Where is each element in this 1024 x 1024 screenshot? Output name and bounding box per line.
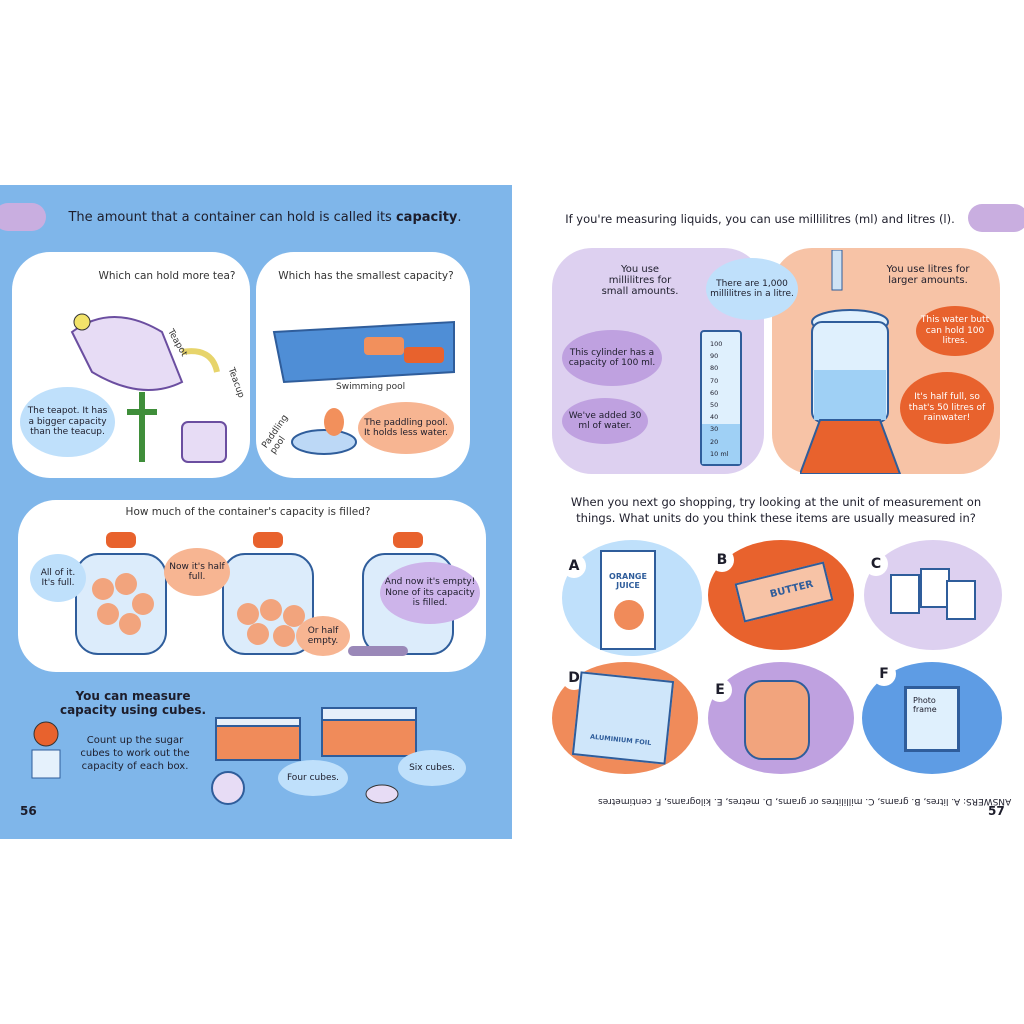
cylinder-water: [702, 424, 740, 464]
yoghurt-pots: [890, 568, 976, 620]
water-butt-bubble: This water butt can hold 100 litres.: [916, 306, 994, 356]
millilitres-caption: You use millilitres for small amounts.: [601, 264, 679, 297]
cylinder-tick-label: 20: [710, 437, 719, 446]
left-heading: The amount that a container can hold is …: [68, 210, 462, 225]
yoghurt-pot-3: [946, 580, 976, 620]
cubes-heading: You can measure capacity using cubes.: [59, 689, 207, 717]
cylinder-tick-label: 40: [710, 413, 719, 422]
shopping-heading: When you next go shopping, try looking a…: [570, 495, 982, 526]
item-letter-c: C: [864, 552, 888, 576]
foil-label: ALUMINIUM FOIL: [589, 732, 652, 748]
thousand-ml-bubble: There are 1,000 millilitres in a litre.: [706, 258, 798, 320]
page-number-left: 56: [20, 804, 37, 818]
litres-caption: You use litres for larger amounts.: [886, 264, 970, 286]
cylinder-tick-label: 80: [710, 364, 719, 373]
empty-jar-bubble: And now it's empty! None of its capacity…: [380, 562, 480, 624]
teapot-panel-title: Which can hold more tea?: [98, 270, 236, 282]
cylinder-tick-label: 100: [710, 340, 723, 348]
pool-illustration: [272, 320, 455, 455]
pool-panel: Which has the smallest capacity? Swimmin…: [256, 252, 470, 478]
page-number-right: 57: [988, 804, 1005, 818]
answers-text: ANSWERS: A. litres, B. grams, C. millili…: [598, 796, 1012, 806]
jars-panel-title: How much of the container's capacity is …: [125, 506, 371, 518]
half-full-butt-bubble: It's half full, so that's 50 litres of r…: [900, 372, 994, 444]
swimming-pool-label: Swimming pool: [336, 382, 406, 392]
item-letter-e: E: [708, 678, 732, 702]
foil-box: ALUMINIUM FOIL: [571, 671, 675, 765]
water-butt-illustration: [800, 250, 902, 474]
cylinder-scale: 100 90 80 70 60 50 40 30 20 10 ml: [710, 338, 740, 460]
potato-bag: [744, 680, 810, 760]
four-cubes-bubble: Four cubes.: [278, 760, 348, 796]
right-heading: If you're measuring liquids, you can use…: [565, 212, 955, 226]
full-jar-bubble: All of it. It's full.: [30, 554, 86, 602]
cubes-text: Count up the sugar cubes to work out the…: [80, 735, 190, 772]
cylinder-tick-label: 90: [710, 352, 719, 361]
cylinder-tick-label: 60: [710, 388, 719, 397]
cylinder-tick-label: 70: [710, 376, 719, 385]
yoghurt-pot-1: [890, 574, 920, 614]
pool-answer-bubble: The paddling pool. It holds less water.: [358, 402, 454, 454]
item-letter-a: A: [562, 554, 586, 578]
teapot-illustration: [70, 313, 227, 463]
cylinder-capacity-bubble: This cylinder has a capacity of 100 ml.: [562, 330, 662, 386]
measuring-cylinder: 100 90 80 70 60 50 40 30 20 10 ml: [700, 330, 742, 466]
added-water-bubble: We've added 30 ml of water.: [562, 398, 648, 444]
cylinder-tick-label: 10 ml: [710, 449, 729, 458]
cube-boxes-illustration: [31, 707, 417, 805]
photo-frame-label: Photo frame: [913, 696, 937, 714]
pool-panel-title: Which has the smallest capacity?: [278, 270, 454, 282]
teapot-panel: Which can hold more tea? Teapot Teacup T…: [12, 252, 250, 478]
ruler-tab-right: [968, 204, 1024, 232]
item-letter-f: F: [872, 662, 896, 686]
butter-label: BUTTER: [768, 578, 815, 601]
teapot-answer-bubble: The teapot. It has a bigger capacity tha…: [20, 387, 115, 457]
orange-juice-label: ORANGE JUICE: [609, 572, 647, 590]
orange-juice-carton: ORANGE JUICE: [600, 550, 656, 650]
six-cubes-bubble: Six cubes.: [398, 750, 466, 786]
ruler-tab-left: [0, 203, 46, 231]
half-full-bubble: Now it's half full.: [164, 548, 230, 596]
item-letter-b: B: [710, 548, 734, 572]
half-empty-bubble: Or half empty.: [296, 616, 350, 656]
cylinder-tick-label: 50: [710, 401, 719, 410]
cylinder-tick-label: 30: [710, 425, 719, 434]
photo-frame: Photo frame: [904, 686, 960, 752]
orange-icon: [614, 600, 644, 630]
jars-panel: How much of the container's capacity is …: [18, 500, 486, 672]
